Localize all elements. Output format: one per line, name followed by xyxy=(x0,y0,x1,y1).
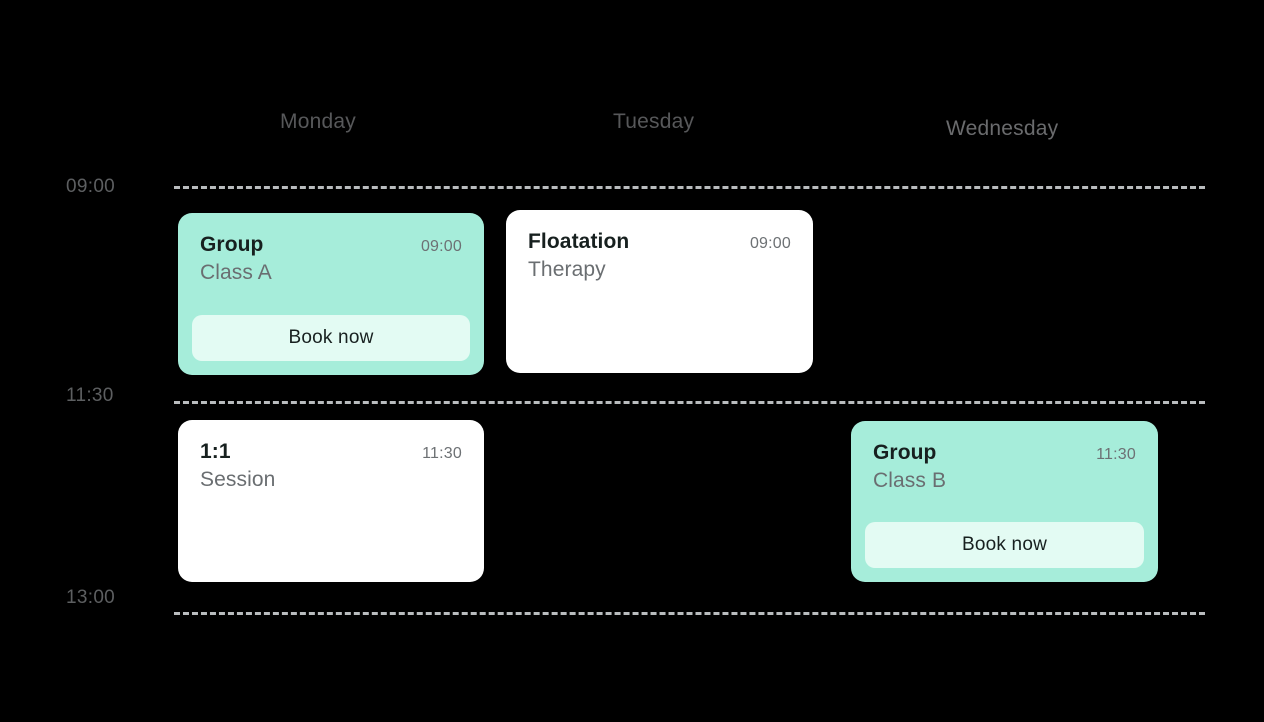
event-title: 1:1 xyxy=(200,440,231,463)
event-card-header: Group 11:30 xyxy=(873,439,1136,466)
event-subtitle: Therapy xyxy=(528,258,606,282)
day-header-tuesday: Tuesday xyxy=(613,110,695,133)
day-header-wednesday: Wednesday xyxy=(946,117,1059,140)
event-card-tuesday-0900[interactable]: Floatation 09:00 Therapy xyxy=(506,210,813,373)
event-time: 11:30 xyxy=(1096,446,1136,463)
event-subtitle: Class A xyxy=(200,261,272,285)
event-title: Group xyxy=(200,233,264,256)
event-time: 11:30 xyxy=(422,445,462,462)
day-header-monday: Monday xyxy=(280,110,356,133)
book-now-button-wednesday-1130[interactable]: Book now xyxy=(865,522,1144,568)
grid-line-1300 xyxy=(174,612,1205,615)
time-label-0900: 09:00 xyxy=(66,176,116,197)
event-subtitle: Session xyxy=(200,468,276,492)
book-now-button-monday-0900[interactable]: Book now xyxy=(192,315,470,361)
event-card-monday-0900[interactable]: Group 09:00 Class A Book now xyxy=(178,213,484,375)
grid-line-0900 xyxy=(174,186,1205,189)
time-label-1130: 11:30 xyxy=(66,385,114,406)
grid-line-1130 xyxy=(174,401,1205,404)
event-card-header: 1:1 11:30 xyxy=(200,438,462,465)
event-title: Floatation xyxy=(528,230,630,253)
event-card-wednesday-1130[interactable]: Group 11:30 Class B Book now xyxy=(851,421,1158,582)
event-time: 09:00 xyxy=(420,238,462,255)
event-title: Group xyxy=(873,441,937,464)
event-card-header: Floatation 09:00 xyxy=(528,228,791,255)
event-card-header: Group 09:00 xyxy=(200,231,462,258)
time-label-1300: 13:00 xyxy=(66,587,116,608)
event-time: 09:00 xyxy=(749,235,791,252)
event-subtitle: Class B xyxy=(873,469,947,493)
event-card-monday-1130[interactable]: 1:1 11:30 Session xyxy=(178,420,484,582)
